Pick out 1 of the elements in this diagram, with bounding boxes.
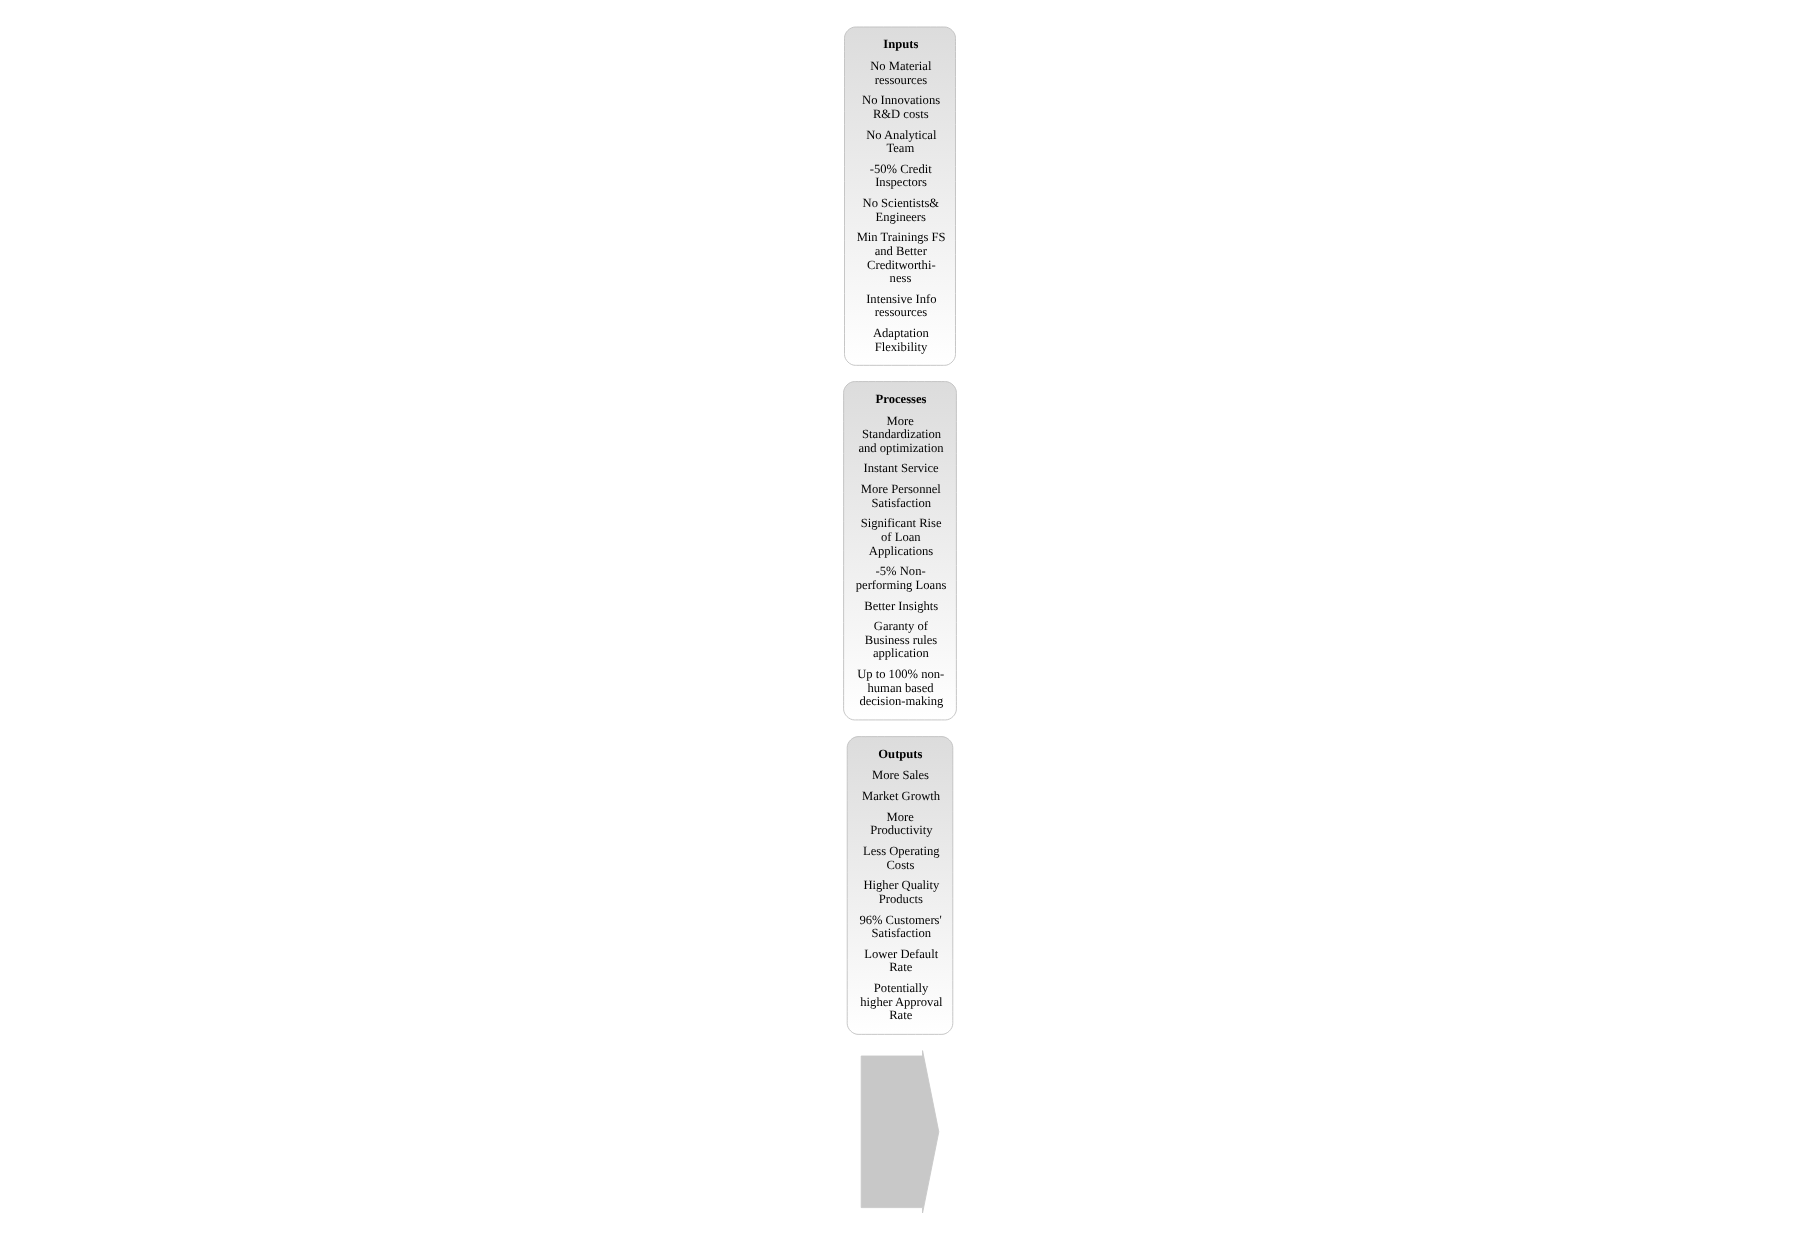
node-arrow xyxy=(859,1050,939,1214)
